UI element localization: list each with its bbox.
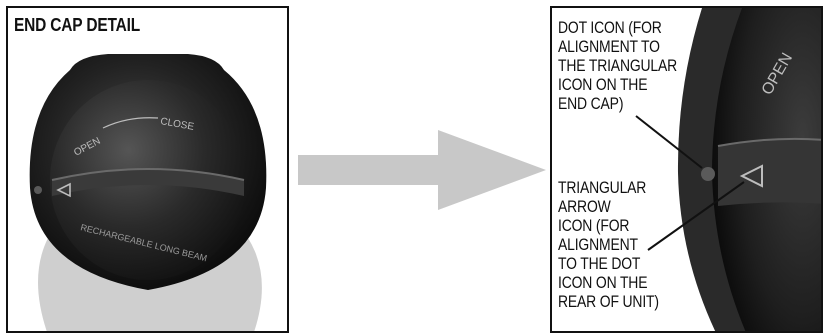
dot-icon [701, 167, 715, 181]
knob-grip-closeup [718, 139, 823, 206]
direction-arrow-icon [298, 130, 548, 210]
callout-line: TO THE DOT [558, 254, 659, 273]
alignment-dot-icon [34, 186, 42, 194]
callout-line: ALIGNMENT TO [558, 37, 677, 56]
callout-line: ICON ON THE [558, 75, 677, 94]
callout-line: ICON (FOR [558, 216, 659, 235]
callout-line: TRIANGULAR [558, 178, 659, 197]
callout-line: REAR OF UNIT) [558, 292, 659, 311]
callout-line: THE TRIANGULAR [558, 56, 677, 75]
alignment-detail-panel: OPEN DOT ICON (FOR ALIGNMENT TO THE TRIA… [550, 6, 823, 333]
callout-line: ARROW [558, 197, 659, 216]
callout-line: DOT ICON (FOR [558, 18, 677, 37]
dot-icon-callout: DOT ICON (FOR ALIGNMENT TO THE TRIANGULA… [558, 18, 677, 113]
end-cap-photo: OPEN CLOSE RECHARGEABLE LONG BEAM [8, 8, 289, 333]
end-cap-detail-panel: OPEN CLOSE RECHARGEABLE LONG BEAM END CA… [6, 6, 289, 333]
callout-line: END CAP) [558, 94, 677, 113]
callout-line: ALIGNMENT [558, 235, 659, 254]
callout-line: ICON ON THE [558, 273, 659, 292]
panel-title: END CAP DETAIL [14, 16, 140, 35]
triangle-icon-callout: TRIANGULAR ARROW ICON (FOR ALIGNMENT TO … [558, 178, 659, 311]
